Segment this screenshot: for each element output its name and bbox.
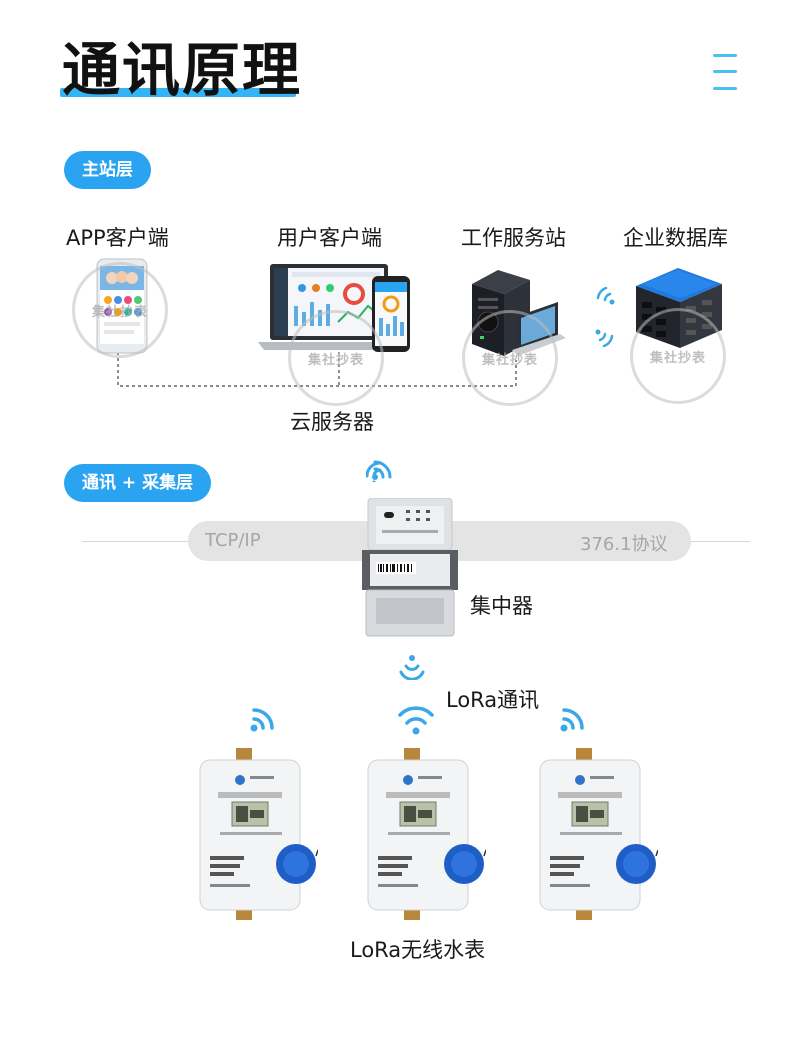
tcpip-label: TCP/IP [205, 530, 261, 551]
master-layer-badge: 主站层 [64, 151, 151, 189]
cloud-server-label: 云服务器 [290, 410, 374, 434]
concentrator-label: 集中器 [470, 594, 533, 618]
lora-comm-label: LoRa通讯 [446, 688, 540, 712]
wifi-icon [398, 706, 434, 735]
wifi-icon [250, 708, 274, 732]
wifi-link-icon [595, 286, 615, 348]
page-title: 通讯原理 [62, 36, 303, 104]
water-meter-image [367, 748, 486, 920]
menu-icon[interactable] [713, 54, 737, 90]
user-client-label: 用户客户端 [277, 226, 382, 250]
protocol-line-left [82, 541, 192, 542]
watermark-stamp: 集社抄表 [630, 308, 726, 404]
wifi-icon [399, 655, 425, 680]
workstation-label: 工作服务站 [461, 226, 566, 250]
water-meter-image [199, 748, 318, 920]
title-underline [60, 88, 296, 97]
watermark-stamp: 集社抄表 [462, 310, 558, 406]
watermark-stamp: 集社抄表 [72, 262, 168, 358]
watermark-stamp: 集社抄表 [288, 310, 384, 406]
protocol-line-right [690, 541, 750, 542]
wifi-icon [366, 460, 392, 482]
protocol-376-label: 376.1协议 [580, 534, 668, 555]
database-label: 企业数据库 [623, 226, 728, 250]
comm-layer-badge: 通讯 + 采集层 [64, 464, 212, 502]
lora-meters-label: LoRa无线水表 [350, 938, 486, 962]
app-client-label: APP客户端 [66, 226, 169, 250]
water-meter-image [539, 748, 658, 920]
wifi-icon [560, 708, 584, 732]
concentrator-device-image [362, 498, 458, 637]
